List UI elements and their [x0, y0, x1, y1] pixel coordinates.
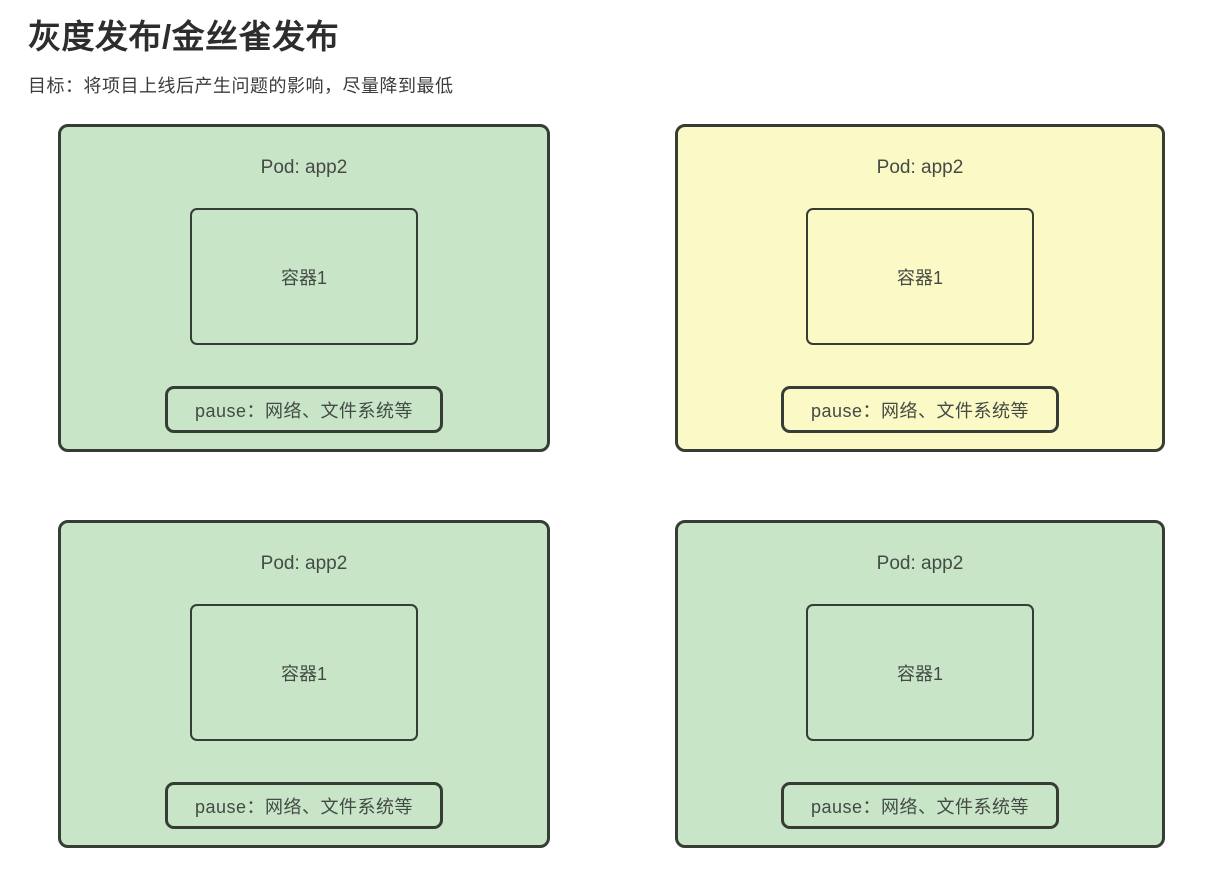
pause-box: pause：网络、文件系统等	[781, 386, 1059, 433]
pod-box-bottom-left: Pod: app2 容器1 pause：网络、文件系统等	[58, 520, 550, 848]
pause-box: pause：网络、文件系统等	[165, 782, 443, 829]
pause-label: pause：网络、文件系统等	[810, 400, 1030, 421]
pause-label: pause：网络、文件系统等	[194, 796, 414, 817]
container-label: 容器1	[280, 267, 327, 288]
pod-title: Pod: app2	[876, 157, 964, 178]
pod-title: Pod: app2	[260, 157, 348, 178]
container-box: 容器1	[190, 604, 418, 741]
pod-box-top-right: Pod: app2 容器1 pause：网络、文件系统等	[675, 124, 1165, 452]
pod-box-top-left: Pod: app2 容器1 pause：网络、文件系统等	[58, 124, 550, 452]
page-header: 灰度发布/金丝雀发布 目标：将项目上线后产生问题的影响，尽量降到最低	[28, 16, 454, 97]
pod-title: Pod: app2	[876, 553, 964, 574]
pod-title: Pod: app2	[260, 553, 348, 574]
pause-label: pause：网络、文件系统等	[810, 796, 1030, 817]
container-box: 容器1	[806, 604, 1034, 741]
pause-label: pause：网络、文件系统等	[194, 400, 414, 421]
pause-box: pause：网络、文件系统等	[781, 782, 1059, 829]
container-box: 容器1	[190, 208, 418, 345]
page-subtitle: 目标：将项目上线后产生问题的影响，尽量降到最低	[28, 76, 454, 96]
container-box: 容器1	[806, 208, 1034, 345]
container-label: 容器1	[280, 663, 327, 684]
container-label: 容器1	[896, 663, 943, 684]
container-label: 容器1	[896, 267, 943, 288]
page-title: 灰度发布/金丝雀发布	[28, 18, 340, 55]
pause-box: pause：网络、文件系统等	[165, 386, 443, 433]
pod-box-bottom-right: Pod: app2 容器1 pause：网络、文件系统等	[675, 520, 1165, 848]
